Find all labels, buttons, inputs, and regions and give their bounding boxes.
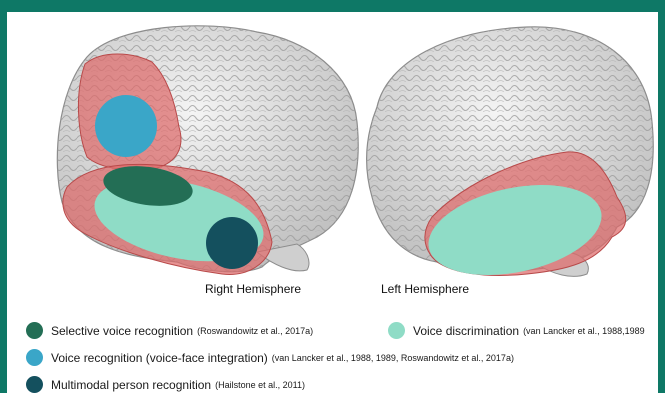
legend-swatch-dark-green xyxy=(26,322,43,339)
legend-citation: (Roswandowitz et al., 2017a) xyxy=(197,326,313,336)
legend-label: Voice recognition (voice-face integratio… xyxy=(51,351,268,365)
legend-citation: (Hailstone et al., 2011) xyxy=(215,380,305,390)
figure-panel: Right Hemisphere Left Hemisphere Selecti… xyxy=(7,12,658,393)
legend-swatch-blue xyxy=(26,349,43,366)
legend-item-selective-voice-recognition: Selective voice recognition (Roswandowit… xyxy=(26,322,313,339)
legend-swatch-dark-teal xyxy=(26,376,43,393)
legend-swatch-mint xyxy=(388,322,405,339)
legend-label: Selective voice recognition xyxy=(51,324,193,338)
legend-item-voice-discrimination: Voice discrimination (van Lancker et al.… xyxy=(388,322,645,339)
legend-citation: (van Lancker et al., 1988,1989 xyxy=(523,326,645,336)
voice-face-integration-area xyxy=(95,95,157,157)
legend-label: Voice discrimination xyxy=(413,324,519,338)
legend-item-multimodal-person-recognition: Multimodal person recognition (Hailstone… xyxy=(26,376,305,393)
legend-label: Multimodal person recognition xyxy=(51,378,211,392)
multimodal-person-recognition-area xyxy=(206,217,258,269)
left-hemisphere-label: Left Hemisphere xyxy=(381,282,469,296)
legend-item-voice-face-integration: Voice recognition (voice-face integratio… xyxy=(26,349,514,366)
right-hemisphere-label: Right Hemisphere xyxy=(205,282,301,296)
legend-citation: (van Lancker et al., 1988, 1989, Roswand… xyxy=(272,353,514,363)
